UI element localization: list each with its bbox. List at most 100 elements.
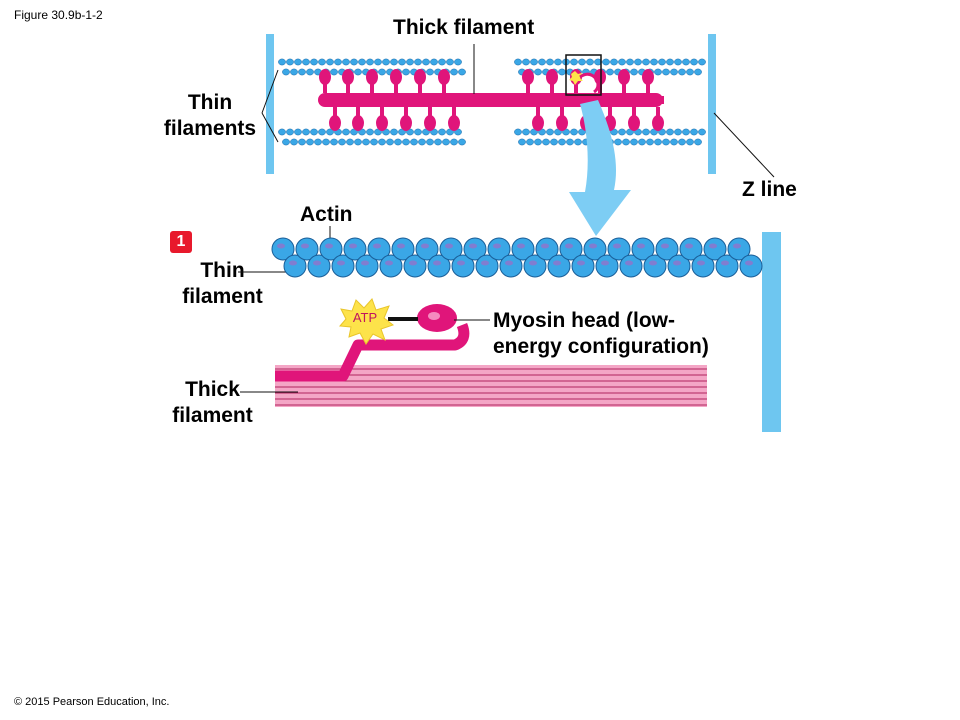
actin-bead-spot bbox=[613, 243, 621, 249]
actin-bead bbox=[307, 254, 331, 278]
actin-bead-small bbox=[618, 58, 626, 66]
actin-bead-small bbox=[682, 128, 690, 136]
actin-bead bbox=[283, 254, 307, 278]
myosin-head-bottom bbox=[424, 115, 436, 131]
actin-bead-small bbox=[674, 128, 682, 136]
actin-bead-small bbox=[390, 128, 398, 136]
actin-bead-small bbox=[386, 138, 394, 146]
actin-monomer bbox=[367, 237, 391, 261]
actin-bead-spot bbox=[733, 243, 741, 249]
actin-bead bbox=[559, 237, 583, 261]
actin-bead bbox=[415, 237, 439, 261]
actin-monomer bbox=[271, 237, 295, 261]
actin-monomer bbox=[319, 237, 343, 261]
actin-bead-spot bbox=[589, 243, 597, 249]
actin-bead-spot bbox=[601, 260, 609, 266]
actin-bead-small bbox=[426, 138, 434, 146]
actin-bead bbox=[571, 254, 595, 278]
actin-bead-small bbox=[658, 58, 666, 66]
label-thin-filament: Thin filament bbox=[160, 258, 285, 310]
actin-bead-small bbox=[678, 138, 686, 146]
z-line-enlarged bbox=[762, 232, 781, 432]
actin-bead-small bbox=[642, 128, 650, 136]
actin-bead-small bbox=[698, 128, 706, 136]
actin-bead-small bbox=[402, 68, 410, 76]
label-thick-filament-bottom-line2: filament bbox=[172, 404, 253, 427]
actin-bead-small bbox=[310, 128, 318, 136]
actin-monomer bbox=[715, 254, 739, 278]
actin-bead-small bbox=[622, 138, 630, 146]
actin-bead bbox=[463, 237, 487, 261]
actin-bead-small bbox=[654, 68, 662, 76]
actin-bead-small bbox=[302, 128, 310, 136]
actin-bead-small bbox=[530, 58, 538, 66]
label-myosin-head-line1: Myosin head (low- bbox=[493, 309, 676, 332]
myosin-head-top bbox=[366, 69, 378, 85]
actin-bead bbox=[331, 254, 355, 278]
actin-monomer bbox=[679, 237, 703, 261]
actin-bead-small bbox=[610, 58, 618, 66]
actin-bead-small bbox=[550, 138, 558, 146]
actin-bead-small bbox=[574, 138, 582, 146]
actin-bead-small bbox=[522, 58, 530, 66]
actin-bead-small bbox=[694, 138, 702, 146]
actin-bead bbox=[535, 237, 559, 261]
actin-bead-small bbox=[278, 128, 286, 136]
actin-bead-small bbox=[366, 128, 374, 136]
actin-bead bbox=[655, 237, 679, 261]
leader-thin-filaments-a bbox=[261, 69, 279, 114]
actin-monomer bbox=[619, 254, 643, 278]
step-badge: 1 bbox=[170, 231, 192, 253]
actin-bead-small bbox=[438, 58, 446, 66]
copyright: © 2015 Pearson Education, Inc. bbox=[14, 696, 170, 708]
label-thin-filament-line1: Thin bbox=[200, 259, 245, 282]
actin-bead-small bbox=[410, 138, 418, 146]
actin-bead-small bbox=[458, 68, 466, 76]
actin-bead-small bbox=[326, 128, 334, 136]
actin-bead-small bbox=[586, 58, 594, 66]
actin-bead-small bbox=[606, 68, 614, 76]
actin-bead-spot bbox=[433, 260, 441, 266]
actin-bead-small bbox=[318, 128, 326, 136]
actin-bead-small bbox=[694, 68, 702, 76]
actin-monomer bbox=[451, 254, 475, 278]
actin-bead-small bbox=[666, 58, 674, 66]
actin-bead-small bbox=[698, 58, 706, 66]
actin-monomer bbox=[331, 254, 355, 278]
actin-bead-small bbox=[690, 58, 698, 66]
actin-bead-small bbox=[318, 58, 326, 66]
actin-bead-small bbox=[330, 68, 338, 76]
actin-bead-small bbox=[370, 138, 378, 146]
actin-monomer bbox=[391, 237, 415, 261]
actin-bead-small bbox=[554, 58, 562, 66]
actin-monomer bbox=[667, 254, 691, 278]
actin-filament-enlarged bbox=[271, 237, 763, 278]
actin-bead-small bbox=[518, 138, 526, 146]
actin-bead-small bbox=[430, 58, 438, 66]
actin-bead-small bbox=[690, 128, 698, 136]
actin-bead-spot bbox=[565, 243, 573, 249]
actin-bead bbox=[475, 254, 499, 278]
actin-bead-spot bbox=[409, 260, 417, 266]
actin-monomer bbox=[343, 237, 367, 261]
actin-bead-spot bbox=[361, 260, 369, 266]
actin-bead-small bbox=[514, 128, 522, 136]
actin-bead-small bbox=[458, 138, 466, 146]
myosin-head-top bbox=[618, 69, 630, 85]
actin-bead bbox=[583, 237, 607, 261]
myosin-head-top bbox=[342, 69, 354, 85]
actin-bead-small bbox=[666, 128, 674, 136]
actin-bead bbox=[319, 237, 343, 261]
myosin-head-bottom bbox=[376, 115, 388, 131]
actin-bead-small bbox=[366, 58, 374, 66]
atp-label: ATP bbox=[352, 310, 378, 325]
label-myosin-head-line2: energy configuration) bbox=[493, 335, 709, 358]
actin-bead bbox=[727, 237, 751, 261]
actin-bead-small bbox=[650, 58, 658, 66]
actin-bead-spot bbox=[697, 260, 705, 266]
label-thick-filament-bottom-line1: Thick bbox=[185, 378, 240, 401]
actin-bead-small bbox=[438, 128, 446, 136]
actin-bead-spot bbox=[673, 260, 681, 266]
actin-bead-spot bbox=[481, 260, 489, 266]
